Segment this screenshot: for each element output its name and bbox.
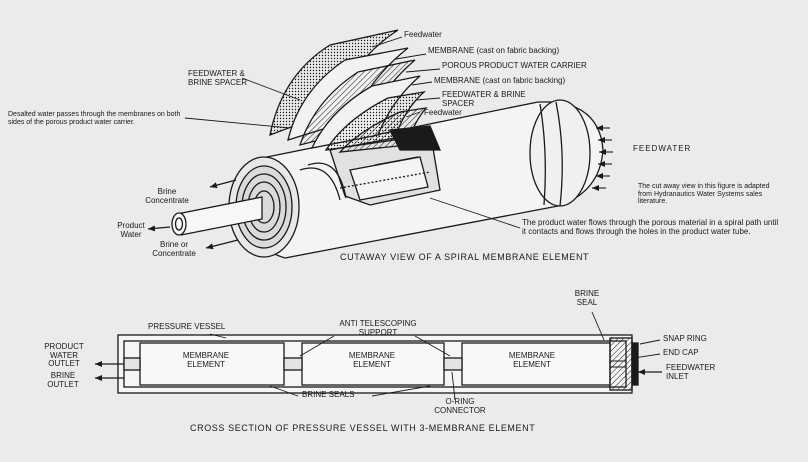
label-brine-seals: BRINE SEALS — [302, 390, 355, 399]
feedwater-arrows-right — [592, 125, 613, 191]
label-feedwater-lower: Feedwater — [424, 108, 462, 117]
adapted-source-note: The cut away view in this figure is adap… — [638, 183, 770, 206]
o-ring-connector-2 — [443, 357, 463, 371]
brine-concentrate-arrow-top — [209, 179, 237, 189]
label-pressure-vessel: PRESSURE VESSEL — [148, 322, 226, 331]
label-porous-carrier: POROUS PRODUCT WATER CARRIER — [442, 61, 587, 70]
label-brine-outlet: BRINE OUTLET — [47, 371, 79, 389]
label-product-water-outlet: PRODUCT WATER OUTLET — [44, 342, 84, 369]
desalted-water-note: Desalted water passes through the membra… — [8, 111, 181, 126]
label-membrane-1: MEMBRANE (cast on fabric backing) — [428, 46, 560, 55]
membrane-element-3-label: MEMBRANE ELEMENT — [508, 351, 556, 369]
label-end-cap: END CAP — [663, 348, 699, 357]
label-feedwater-brine-spacer-left: FEEDWATER & BRINE SPACER — [188, 69, 247, 87]
cutaway-leader-lines — [184, 36, 521, 229]
label-o-ring-connector: O-RING CONNECTOR — [434, 397, 486, 415]
product-water-flow-note: The product water flows through the poro… — [522, 218, 779, 236]
brine-concentrate-arrow-bottom — [205, 239, 239, 250]
label-membrane-2: MEMBRANE (cast on fabric backing) — [434, 76, 566, 85]
label-feedwater-right: FEEDWATER — [633, 144, 692, 153]
membrane-element-1-label: MEMBRANE ELEMENT — [182, 351, 230, 369]
label-brine-concentrate: Brine Concentrate — [145, 187, 189, 205]
snap-ring — [631, 342, 639, 386]
membrane-element-2-label: MEMBRANE ELEMENT — [348, 351, 396, 369]
membrane-element-1 — [139, 342, 285, 386]
cutaway-illustration — [147, 29, 613, 259]
cross-section-caption: CROSS SECTION OF PRESSURE VESSEL WITH 3-… — [190, 423, 536, 433]
product-water-tube — [176, 196, 263, 236]
label-product-water: Product Water — [117, 221, 145, 239]
product-water-arrow — [147, 225, 171, 232]
cross-section-leader-lines — [209, 311, 661, 401]
label-brine-or-concentrate: Brine or Concentrate — [152, 240, 196, 258]
label-snap-ring: SNAP RING — [663, 334, 707, 343]
label-feedwater-top: Feedwater — [404, 30, 442, 39]
cross-section-illustration — [95, 311, 662, 401]
cylinder-right-end — [529, 99, 591, 207]
label-feedwater-inlet: FEEDWATER INLET — [666, 363, 716, 381]
o-ring-connector-1 — [283, 357, 303, 371]
label-anti-telescoping-support: ANTI TELESCOPING SUPPORT — [339, 319, 417, 337]
end-cap — [609, 337, 633, 391]
label-feedwater-brine-spacer-right: FEEDWATER & BRINE SPACER — [442, 90, 526, 108]
label-brine-seal-top: BRINE SEAL — [574, 289, 600, 307]
cutaway-caption: CUTAWAY VIEW OF A SPIRAL MEMBRANE ELEMEN… — [340, 252, 590, 262]
